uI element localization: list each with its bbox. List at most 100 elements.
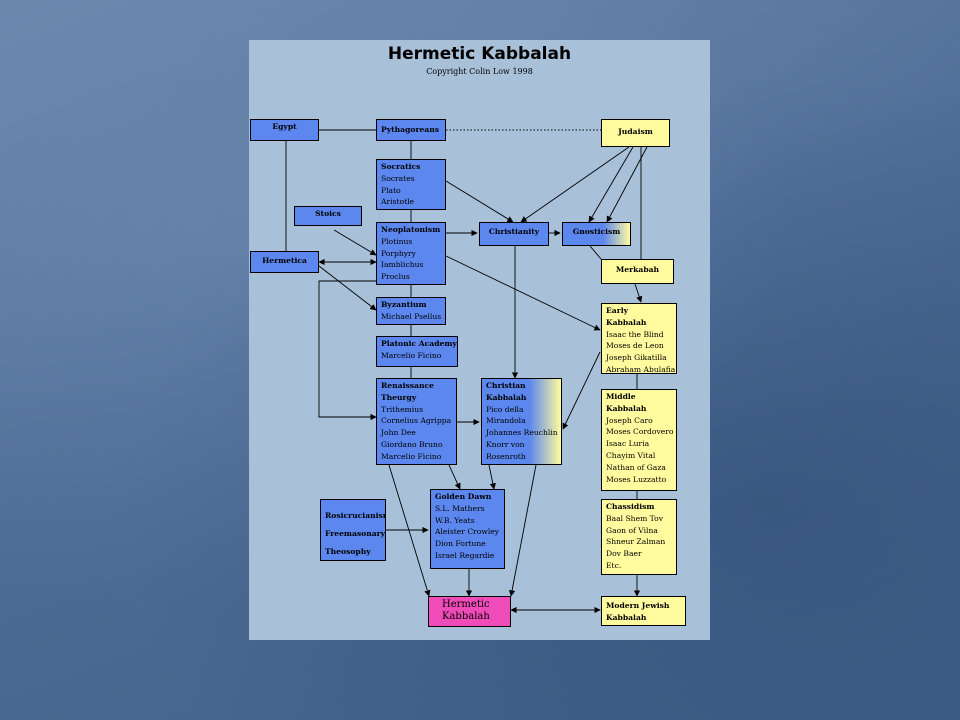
node-item: Aleister Crowley xyxy=(435,527,500,537)
node-item: Chayim Vital xyxy=(606,450,656,460)
node-item: Mirandola xyxy=(486,416,526,426)
node-item: Trithemius xyxy=(381,404,423,414)
link-early-christian-kabbalah xyxy=(562,351,601,430)
node-heading: Judaism xyxy=(618,127,653,136)
link-loop-renaissance xyxy=(318,280,377,421)
node-heading: Kabbalah xyxy=(606,317,647,327)
node-item: Giordano Bruno xyxy=(381,439,443,449)
node-hermetic-kabbalah: Hermetic Kabbalah xyxy=(428,596,511,627)
node-item: S.L. Mathers xyxy=(435,503,485,513)
node-item: Cornelius Agrippa xyxy=(381,416,452,426)
node-item: Nathan of Gaza xyxy=(606,462,666,472)
node-item: Baal Shem Tov xyxy=(606,513,664,523)
node-item: Joseph Gikatilla xyxy=(606,353,667,363)
node-heading: Freemasonary xyxy=(325,529,386,538)
node-item: Moses Cordovero xyxy=(606,427,674,437)
node-heading: Merkabah xyxy=(615,265,660,274)
link-judaism-christianity xyxy=(520,146,630,223)
node-platonic-academy: Platonic Academy Marcelio Ficino xyxy=(376,336,458,367)
node-socratics: Socratics Socrates Plato Aristotle xyxy=(376,159,446,210)
node-item: Plotinus xyxy=(381,236,413,246)
node-item: Shneur Zalman xyxy=(606,537,666,547)
node-heading: Neoplatonism xyxy=(381,225,441,234)
node-golden-dawn: Golden Dawn S.L. Mathers W.B. Yeats Alei… xyxy=(430,489,505,569)
node-heading: Early xyxy=(606,306,629,315)
node-item: Socrates xyxy=(381,173,415,183)
node-gnosticism: Gnosticism xyxy=(562,222,631,246)
node-item: Dov Baer xyxy=(606,549,642,559)
link-judaism-gnosticism-2 xyxy=(606,146,648,223)
link-judaism-gnosticism xyxy=(588,146,634,223)
node-egypt: Egypt xyxy=(250,119,319,141)
node-item: John Dee xyxy=(381,428,416,438)
node-item: Proclus xyxy=(381,272,410,282)
node-item: Abraham Abulafia xyxy=(606,364,676,374)
diagram-panel: Hermetic Kabbalah Copyright Colin Low 19… xyxy=(249,40,710,640)
node-item: Michael Psellus xyxy=(381,311,442,321)
node-item: Porphyry xyxy=(381,248,416,258)
node-heading: Stoics xyxy=(315,209,341,218)
node-item: Israel Regardie xyxy=(435,550,495,560)
node-middle-kabbalah: Middle Kabbalah Joseph Caro Moses Cordov… xyxy=(601,389,677,491)
node-christianity: Christianity xyxy=(479,222,549,246)
node-christian-kabbalah: Christian Kabbalah Pico della Mirandola … xyxy=(481,378,562,465)
node-heading: Gnosticism xyxy=(572,227,621,236)
node-item: Knorr von xyxy=(486,439,525,449)
link-merkabah-early xyxy=(634,283,643,303)
node-item: Isaac Luria xyxy=(606,439,650,449)
diagram-title: Hermetic Kabbalah xyxy=(387,44,572,64)
node-heading: Kabbalah xyxy=(442,611,490,622)
node-heading: Rosicrucianism xyxy=(325,511,386,520)
node-hermetica: Hermetica xyxy=(250,251,319,273)
link-renaissance-hermetic xyxy=(388,464,431,597)
node-heading: Modern Jewish xyxy=(606,601,670,610)
node-item: Moses de Leon xyxy=(606,341,664,351)
link-socratics-christianity xyxy=(445,180,514,223)
node-byzantium: Byzantium Michael Psellus xyxy=(376,297,446,325)
node-heading: Hermetica xyxy=(262,256,307,265)
node-modern-jewish-kabbalah: Modern Jewish Kabbalah xyxy=(601,596,686,626)
node-stoics: Stoics xyxy=(294,206,362,226)
link-christian-golden-dawn xyxy=(488,464,496,490)
link-gnosticism-merkabah xyxy=(589,245,602,260)
node-heading: Byzantium xyxy=(381,300,427,309)
node-item: Moses Luzzatto xyxy=(606,474,667,484)
node-heading: Middle xyxy=(606,392,636,401)
link-hermetica-byzantium xyxy=(318,265,377,311)
node-renaissance-theurgy: Renaissance Theurgy Trithemius Cornelius… xyxy=(376,378,457,465)
node-item: Dion Fortune xyxy=(435,539,486,549)
node-item: Iamblichus xyxy=(381,260,424,270)
node-heading: Pythagoreans xyxy=(381,125,439,134)
node-heading: Theosophy xyxy=(325,547,371,556)
node-item: Johannes Reuchlin xyxy=(486,428,558,438)
node-heading: Golden Dawn xyxy=(435,492,492,501)
link-neoplatonism-early xyxy=(445,255,601,331)
node-heading: Christian xyxy=(486,381,526,390)
node-heading: Kabbalah xyxy=(606,403,647,413)
node-item: Gaon of Vilna xyxy=(606,525,658,535)
node-heading: Theurgy xyxy=(381,392,417,402)
node-item: Plato xyxy=(381,185,401,195)
node-heading: Kabbalah xyxy=(486,392,527,402)
node-heading: Egypt xyxy=(272,122,297,131)
node-item: Joseph Caro xyxy=(606,415,653,425)
connection-lines xyxy=(285,129,648,614)
node-item: Isaac the Blind xyxy=(606,329,664,339)
node-item: Marcelio Ficino xyxy=(381,451,442,461)
diagram-subtitle: Copyright Colin Low 1998 xyxy=(426,67,533,76)
node-heading: Christianity xyxy=(488,227,540,236)
node-merkabah: Merkabah xyxy=(601,259,674,284)
node-item: Marcelio Ficino xyxy=(381,350,442,360)
node-item: W.B. Yeats xyxy=(435,515,475,525)
node-heading: Chassidism xyxy=(606,502,655,511)
node-item: Etc. xyxy=(606,560,622,570)
node-item: Aristotle xyxy=(381,197,415,207)
node-chassidism: Chassidism Baal Shem Tov Gaon of Vilna S… xyxy=(601,499,677,575)
node-judaism: Judaism xyxy=(601,119,670,147)
node-pythagoreans: Pythagoreans xyxy=(376,119,446,141)
node-item: Pico della xyxy=(486,404,524,414)
link-christian-hermetic xyxy=(508,464,537,597)
node-neoplatonism: Neoplatonism Plotinus Porphyry Iamblichu… xyxy=(376,222,446,285)
node-item: Rosenroth xyxy=(486,451,526,461)
node-heading: Kabbalah xyxy=(606,612,647,622)
